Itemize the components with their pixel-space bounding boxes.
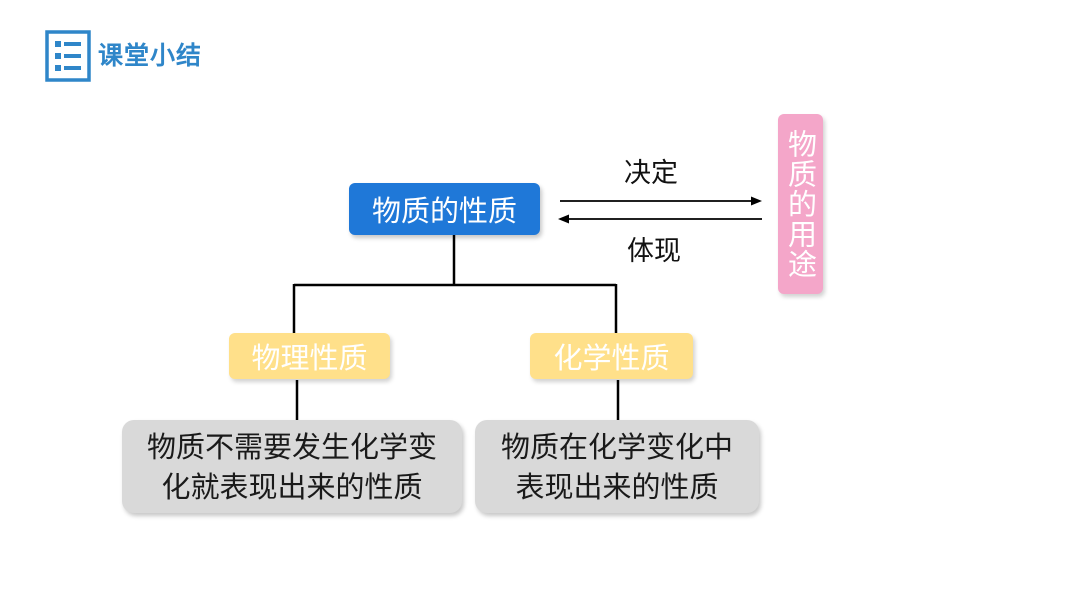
chemical-property-definition: 物质在化学变化中 表现出来的性质: [475, 420, 759, 513]
chemical-definition-line-2: 表现出来的性质: [515, 469, 719, 504]
determines-arrowhead: [751, 196, 762, 206]
physical-definition-line-1: 物质不需要发生化学变: [146, 429, 437, 464]
reflects-label: 体现: [627, 236, 681, 267]
chemical-definition-line-1: 物质在化学变化中: [500, 429, 733, 464]
reflects-arrowhead: [558, 214, 569, 224]
physical-definition-line-2: 化就表现出来的性质: [161, 469, 423, 504]
chemical-property-node: 化学性质: [530, 333, 693, 379]
determines-label: 决定: [624, 158, 678, 189]
slide-title: 课堂小结: [98, 41, 203, 70]
uses-of-matter-node: 物质的用途: [778, 114, 823, 294]
checklist-icon: [45, 30, 91, 82]
physical-property-definition: 物质不需要发生化学变 化就表现出来的性质: [122, 420, 462, 513]
properties-of-matter-node: 物质的性质: [349, 183, 540, 235]
physical-property-node: 物理性质: [229, 333, 390, 379]
